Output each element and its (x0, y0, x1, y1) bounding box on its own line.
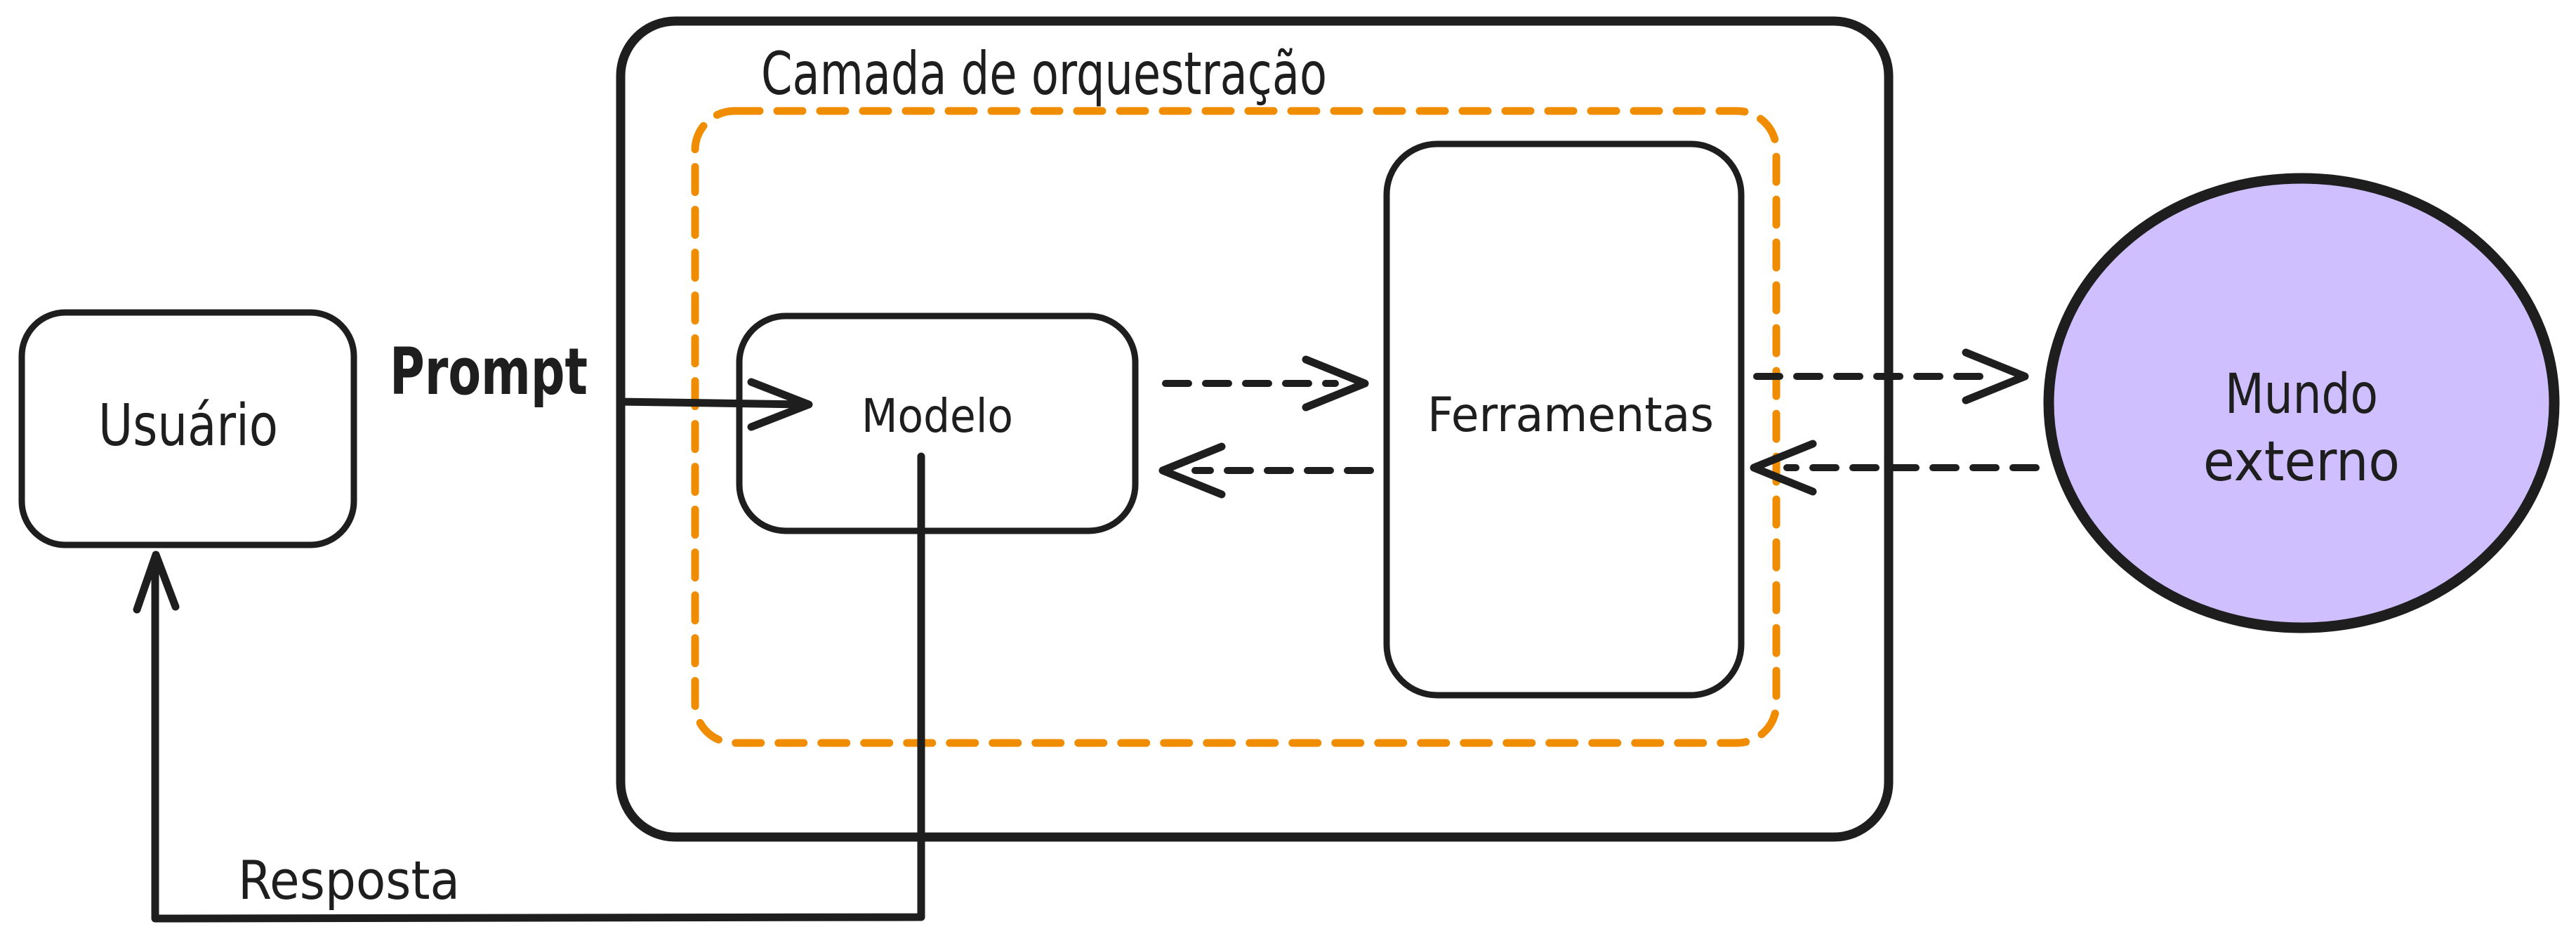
ferramentas-box (1383, 140, 1745, 699)
usuario-box (18, 309, 357, 548)
resposta-label: Resposta (238, 849, 460, 911)
prompt-arrowhead-icon (747, 378, 813, 431)
mundo-externo-circle (2043, 173, 2560, 633)
ferramentas-to-modelo-arrowhead-icon (1158, 442, 1226, 499)
mundo-externo-label-line2: externo (2203, 430, 2400, 494)
mundo-to-ferramentas-arrowhead-icon (1750, 440, 1817, 496)
orchestration-layer-label: Camada de orquestração (761, 39, 1327, 108)
agent-container-box (616, 16, 1894, 842)
resposta-arrow (151, 452, 925, 923)
prompt-arrow (616, 397, 809, 409)
usuario-label: Usuário (98, 393, 278, 459)
ferramentas-label: Ferramentas (1427, 388, 1714, 443)
prompt-label: Prompt (390, 334, 588, 409)
modelo-box (736, 312, 1139, 534)
modelo-label: Modelo (861, 389, 1013, 443)
orchestration-layer-boundary (691, 107, 1781, 747)
modelo-to-ferramentas-arrowhead-icon (1302, 355, 1369, 412)
mundo-externo-label-line1: Mundo (2225, 363, 2378, 426)
ferramentas-to-mundo-arrowhead-icon (1962, 348, 2029, 404)
resposta-arrowhead-icon (133, 551, 180, 614)
